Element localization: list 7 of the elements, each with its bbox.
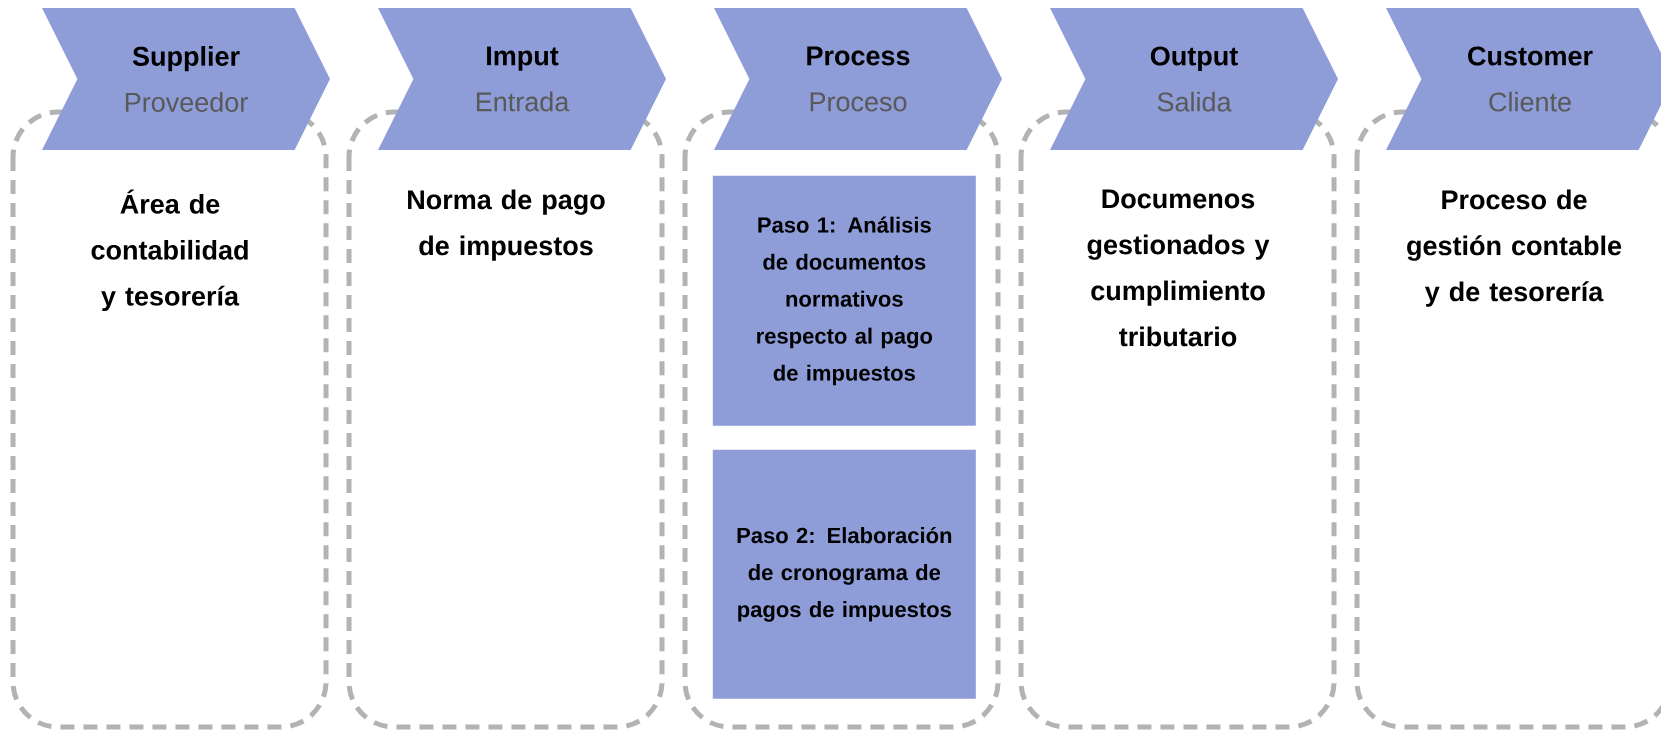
chevron-header: Imput Entrada [378,8,666,150]
step-box: Paso 2: Elaboración de cronograma de pagos de impuestos [712,449,976,699]
chevron-header: Supplier Proveedor [42,8,330,150]
chevron-header: Output Salida [1050,8,1338,150]
step-box: Paso 1: Análisis de documentos normativos respecto al pago de impuestos [712,175,976,426]
chevron-header: Process Proceso [714,8,1002,150]
chevron-header: Customer Cliente [1386,8,1661,150]
